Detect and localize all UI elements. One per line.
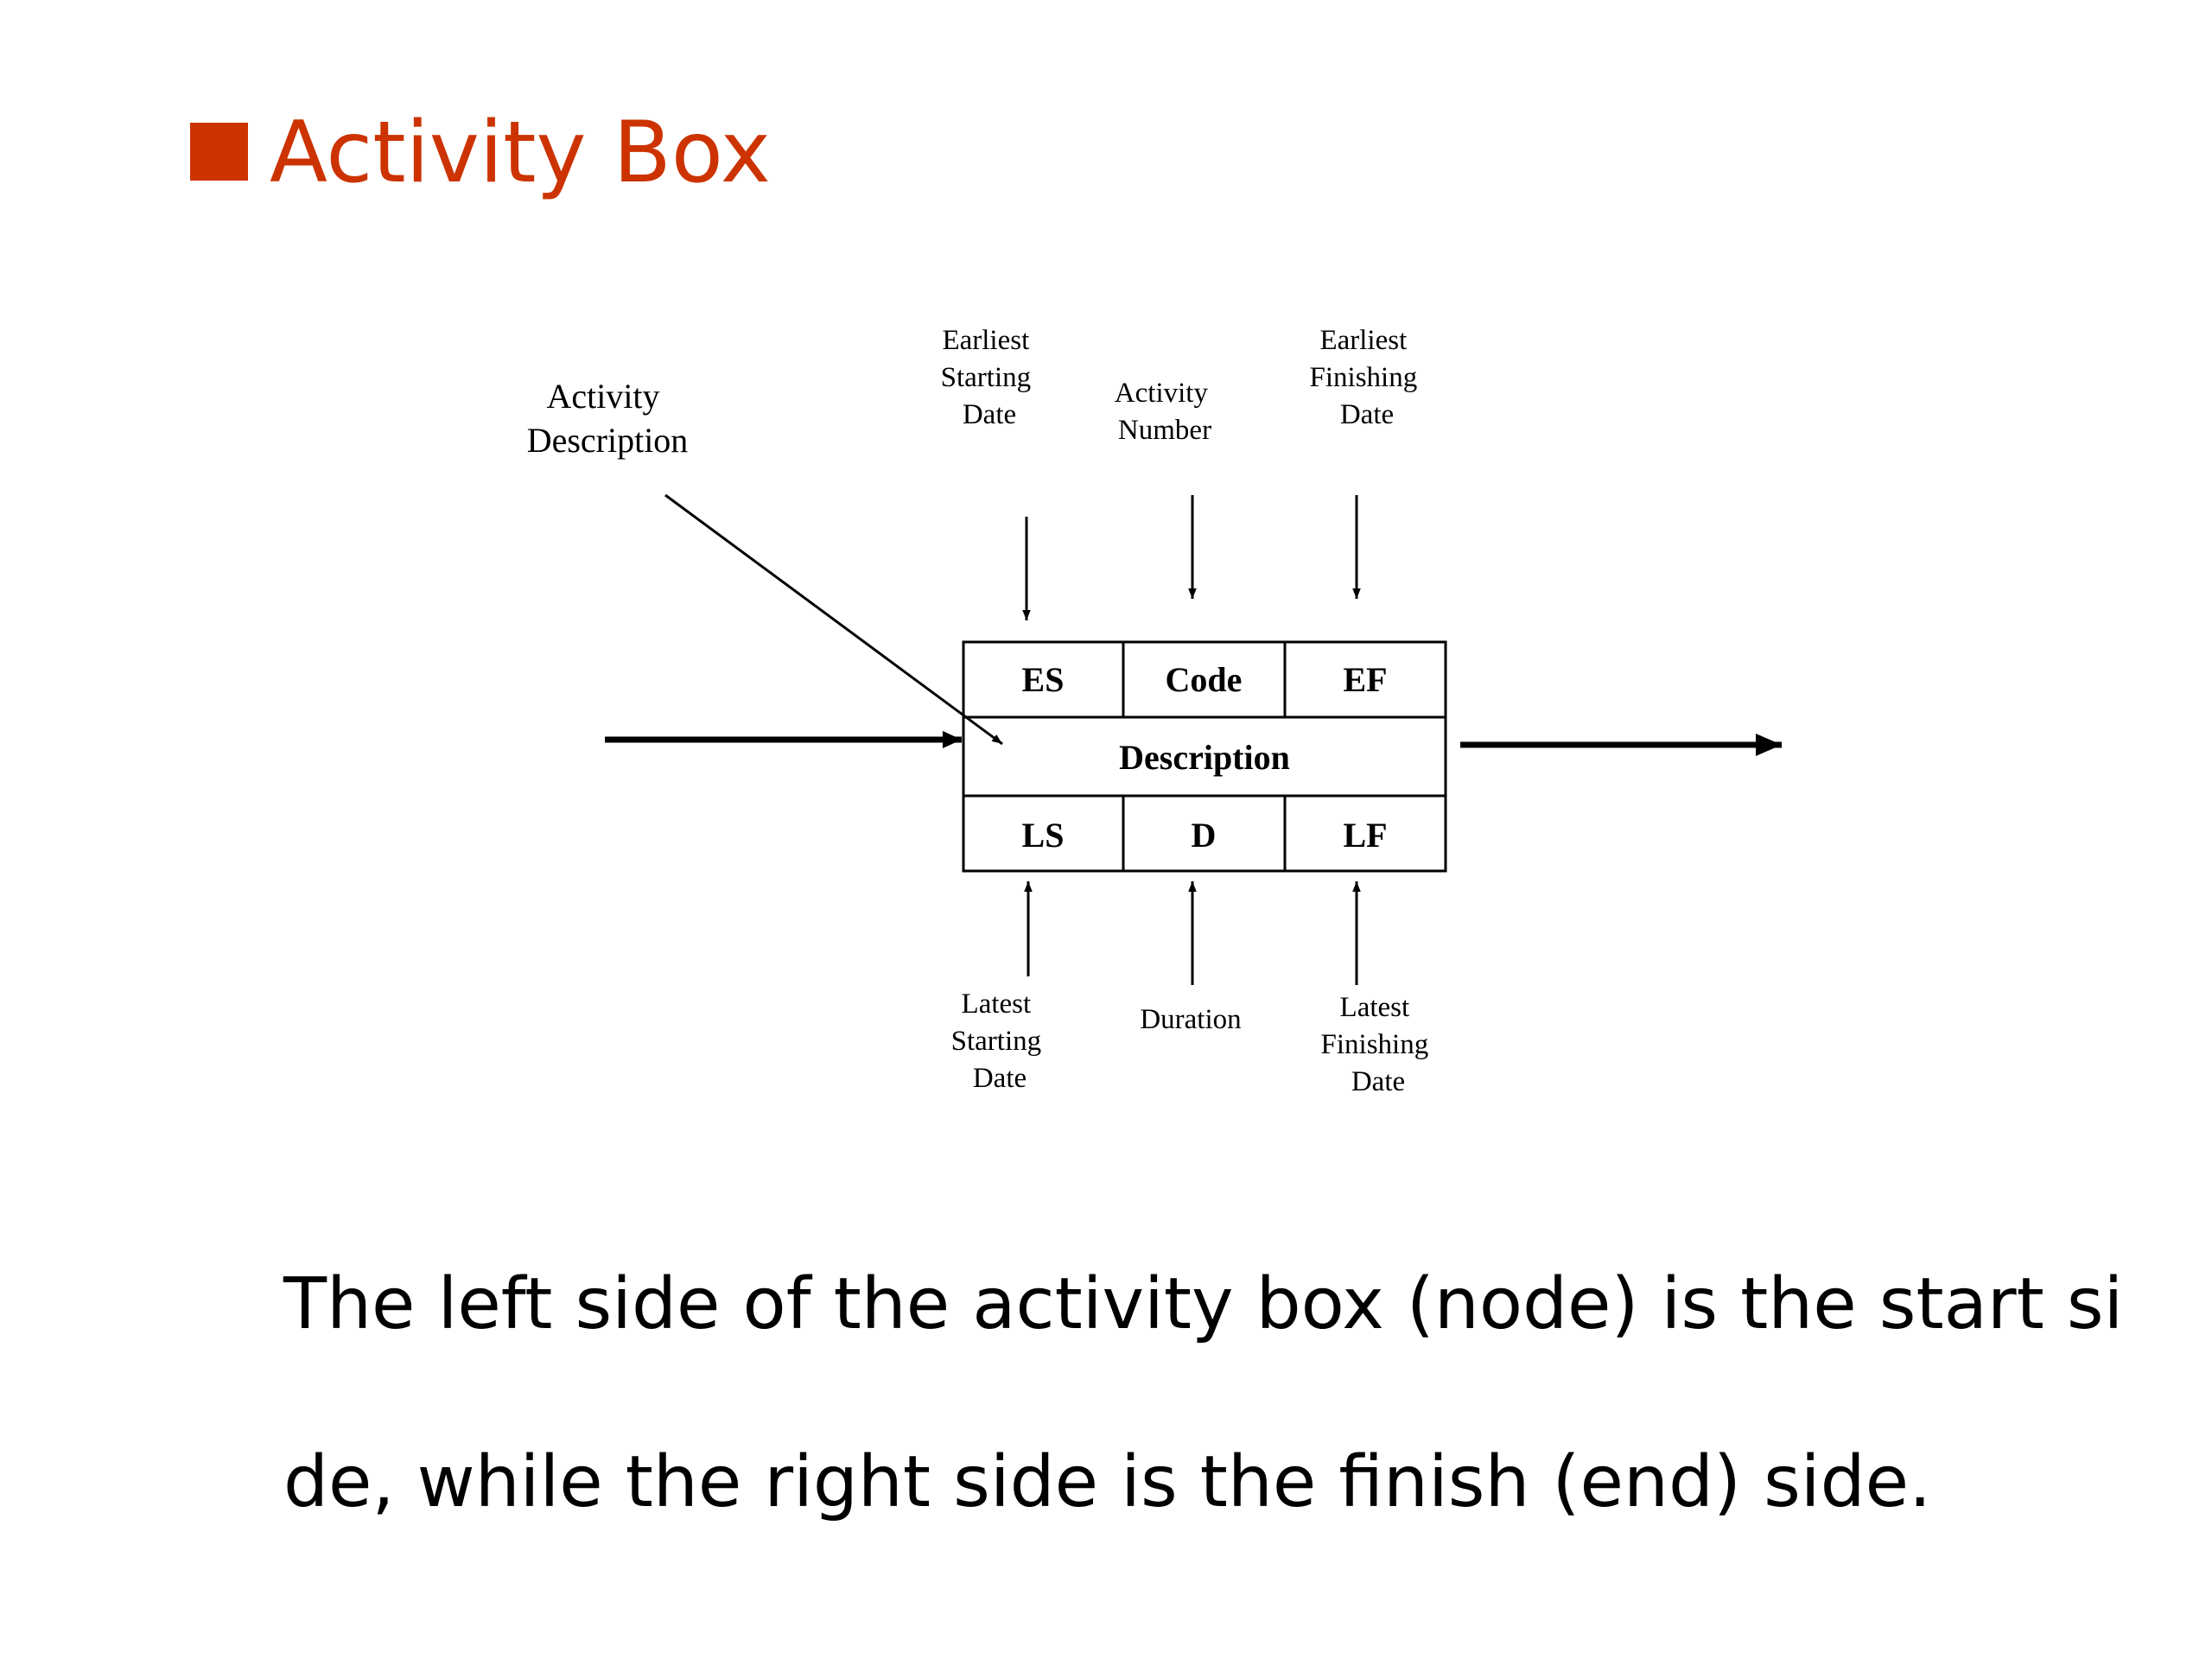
- square-bullet-icon: [190, 123, 248, 181]
- label-earliest-finishing-date: Earliest Finishing Date: [1310, 325, 1425, 430]
- cell-es: ES: [1022, 660, 1065, 699]
- label-activity-description: Activity Description: [527, 377, 689, 460]
- cell-code: Code: [1166, 660, 1243, 699]
- label-latest-finishing-date: Latest Finishing Date: [1321, 992, 1436, 1097]
- cell-lf: LF: [1343, 816, 1387, 855]
- label-activity-number: Activity Number: [1115, 378, 1215, 446]
- slide-body-text: The left side of the activity box (node)…: [283, 1171, 2141, 1616]
- body-line: The left side of the activity box (node)…: [283, 1263, 2124, 1345]
- cell-d: D: [1192, 816, 1217, 855]
- label-latest-starting-date: Latest Starting Date: [951, 988, 1049, 1094]
- cell-ef: EF: [1343, 660, 1387, 699]
- activity-node-box: [962, 640, 1447, 873]
- cell-ls: LS: [1022, 816, 1065, 855]
- slide-title: Activity Box: [270, 104, 771, 202]
- cell-description: Description: [1119, 738, 1290, 777]
- label-duration: Duration: [1140, 1004, 1241, 1035]
- body-line: de, while the right side is the finish (…: [283, 1441, 1932, 1523]
- activity-description-pointer: [664, 493, 1003, 746]
- label-earliest-starting-date: Earliest Starting Date: [941, 325, 1039, 430]
